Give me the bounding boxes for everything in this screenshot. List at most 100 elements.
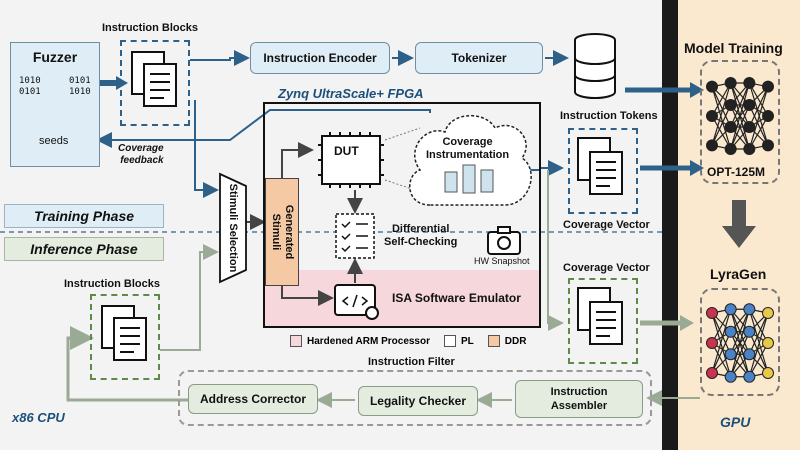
document-stack-icon — [577, 287, 623, 345]
network-node — [743, 370, 756, 383]
network-node — [743, 77, 756, 89]
network-edge — [711, 308, 732, 344]
network-node — [706, 307, 718, 319]
fuzzer-bits-a: 1010 0101 — [19, 76, 41, 97]
network-node — [724, 99, 737, 111]
fuzzer-title: Fuzzer — [32, 49, 78, 65]
network-edge — [711, 312, 732, 377]
network-edge — [711, 331, 732, 374]
network-edge — [730, 309, 750, 377]
legend-arm-swatch — [290, 335, 302, 347]
network-edge — [711, 86, 732, 150]
legend-pl-label: PL — [461, 335, 474, 347]
network-edge — [711, 312, 732, 355]
network-edge — [711, 82, 732, 117]
legend-arm-label: Hardened ARM Processor — [307, 335, 430, 347]
network-edge — [748, 331, 769, 374]
network-edge — [730, 104, 750, 150]
fuzzer-bits-b: 0101 1010 — [69, 76, 91, 97]
network-edge — [730, 331, 750, 377]
checklist-icon — [335, 213, 375, 259]
network-edge — [711, 342, 732, 378]
host-gpu-divider — [662, 0, 678, 450]
instruction-encoder-box: Instruction Encoder — [250, 42, 390, 74]
document-stack-icon — [101, 305, 147, 361]
instruction-blocks-top-label: Instruction Blocks — [102, 22, 198, 34]
network-node — [724, 303, 737, 316]
training-to-lyragen-arrow — [722, 200, 756, 248]
database-icon — [574, 33, 616, 99]
document-stack-icon — [131, 51, 177, 107]
generated-stimuli-label: Generated Stimuli — [270, 204, 295, 260]
network-edge — [748, 104, 769, 146]
lyragen-title: LyraGen — [710, 266, 767, 282]
gpu-label: GPU — [720, 414, 751, 430]
network-edge — [748, 82, 769, 146]
network-node — [706, 367, 718, 379]
network-edge — [711, 82, 732, 146]
opt-model-label: OPT-125M — [707, 165, 766, 179]
network-node — [724, 121, 737, 133]
lyragen-network-icon — [706, 303, 774, 383]
network-edge — [748, 308, 769, 344]
network-edge — [748, 342, 769, 378]
network-node — [743, 325, 756, 338]
address-corrector-box: Address Corrector — [188, 384, 318, 414]
training-phase-label: Training Phase — [4, 204, 164, 228]
network-edge — [730, 82, 750, 128]
document-stack-icon — [577, 137, 623, 195]
network-edge — [711, 86, 732, 128]
inference-phase-label: Inference Phase — [4, 237, 164, 261]
network-node — [762, 80, 774, 93]
network-edge — [711, 309, 732, 374]
network-node — [743, 121, 756, 133]
emulator-code-icon — [334, 284, 379, 320]
opt-model-box — [700, 60, 780, 184]
network-edge — [730, 309, 750, 355]
network-edge — [748, 82, 769, 117]
network-node — [743, 99, 756, 111]
opt-network-icon — [706, 77, 774, 155]
network-edge — [748, 312, 769, 377]
network-edge — [748, 115, 769, 150]
lyragen-box — [700, 288, 780, 396]
network-node — [724, 348, 737, 361]
network-node — [743, 143, 756, 155]
coverage-vector-top-label: Coverage Vector — [563, 219, 650, 231]
instruction-blocks-bottom-label: Instruction Blocks — [64, 278, 160, 290]
network-node — [706, 337, 718, 349]
tokenizer-box: Tokenizer — [415, 42, 543, 74]
x86-cpu-label: x86 CPU — [12, 410, 65, 425]
instruction-blocks-top — [120, 40, 190, 126]
instruction-filter-box — [178, 370, 652, 426]
differential-self-checking-label: Differential Self-Checking — [384, 223, 458, 248]
camera-icon — [487, 226, 521, 255]
coverage-feedback-arrow — [96, 109, 431, 148]
legend-ddr-label: DDR — [504, 335, 527, 347]
network-node — [724, 325, 737, 338]
network-edge — [748, 312, 769, 355]
seeds-label: seeds — [39, 135, 69, 147]
instruction-assembler-box: Instruction Assembler — [515, 380, 643, 418]
legend-pl-swatch — [444, 335, 456, 347]
corrector-to-blocks-arrow — [66, 326, 195, 402]
coverage-instrumentation-label: Coverage Instrumentation — [426, 136, 510, 161]
legend: Hardened ARM Processor PL DDR — [290, 334, 526, 348]
hw-snapshot-label: HW Snapshot — [474, 256, 530, 266]
coverage-feedback-label: Coverage feedback — [118, 143, 164, 166]
network-edge — [711, 115, 732, 150]
generated-to-emulator-arrow — [281, 285, 334, 306]
network-node — [724, 143, 737, 155]
fuzzer-box: Fuzzer 1010 0101 0101 1010 seeds — [10, 42, 100, 167]
network-node — [762, 307, 774, 319]
network-node — [762, 110, 774, 122]
network-node — [724, 77, 737, 89]
isa-emulator-label: ISA Software Emulator — [392, 291, 521, 305]
network-edge — [748, 86, 769, 128]
model-training-title: Model Training — [684, 40, 783, 56]
network-node — [706, 139, 718, 152]
instruction-filter-label: Instruction Filter — [368, 356, 455, 368]
coverage-vector-top — [568, 128, 638, 214]
